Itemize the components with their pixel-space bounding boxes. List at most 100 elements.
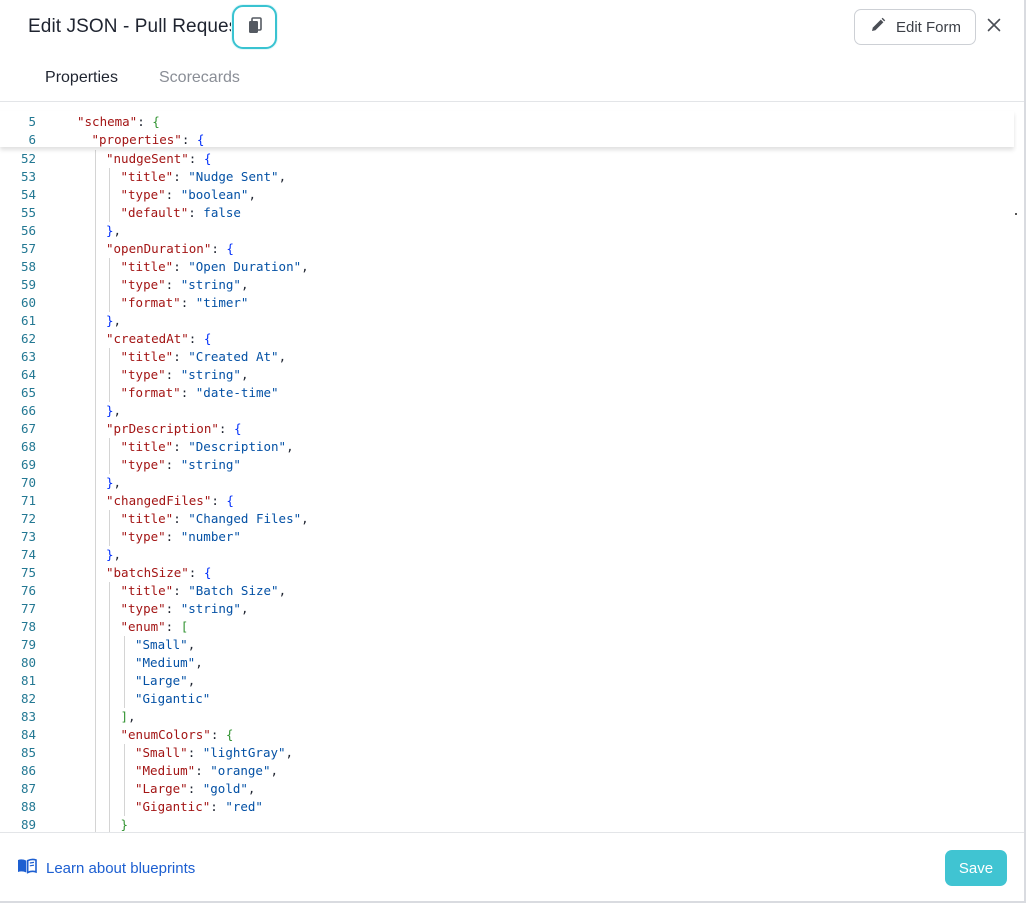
- json-value: "Nudge Sent": [188, 169, 278, 184]
- code-line[interactable]: 86"Medium": "orange",: [0, 762, 1010, 780]
- code-line[interactable]: 83],: [0, 708, 1010, 726]
- json-punctuation: ,: [301, 511, 309, 526]
- json-punctuation: :: [137, 114, 152, 129]
- json-key: "title": [121, 583, 174, 598]
- indent-guide: [109, 168, 110, 222]
- line-number: 74: [0, 546, 36, 564]
- json-punctuation: [: [181, 619, 189, 634]
- code-line[interactable]: 63"title": "Created At",: [0, 348, 1010, 366]
- code-line[interactable]: 69"type": "string": [0, 456, 1010, 474]
- code-line[interactable]: 89}: [0, 816, 1010, 832]
- line-number: 61: [0, 312, 36, 330]
- code-line[interactable]: 55"default": false: [0, 204, 1010, 222]
- code-text: "changedFiles": {: [106, 492, 234, 510]
- json-punctuation: :: [188, 205, 203, 220]
- close-button[interactable]: [982, 15, 1006, 39]
- code-line[interactable]: 71 "changedFiles": {: [0, 492, 1010, 510]
- tab-scorecards[interactable]: Scorecards: [159, 69, 240, 101]
- code-line[interactable]: 88"Gigantic": "red": [0, 798, 1010, 816]
- code-line[interactable]: 81"Large",: [0, 672, 1010, 690]
- edit-form-label: Edit Form: [896, 19, 961, 36]
- code-line[interactable]: 64 "type": "string",: [0, 366, 1010, 384]
- code-line[interactable]: 74},: [0, 546, 1010, 564]
- code-line[interactable]: 61},: [0, 312, 1010, 330]
- code-line[interactable]: 6"properties": {: [0, 131, 1010, 149]
- code-line[interactable]: 52"nudgeSent": {: [0, 150, 1010, 168]
- json-value: "number": [181, 529, 241, 544]
- line-number: 81: [0, 672, 36, 690]
- code-text: "title": "Created At",: [121, 348, 287, 366]
- code-line[interactable]: 87"Large": "gold",: [0, 780, 1010, 798]
- code-line[interactable]: 79"Small",: [0, 636, 1010, 654]
- json-punctuation: :: [173, 169, 188, 184]
- code-line[interactable]: 85"Small": "lightGray",: [0, 744, 1010, 762]
- line-number: 54: [0, 186, 36, 204]
- json-punctuation: :: [188, 745, 203, 760]
- code-text: "type": "string",: [121, 366, 249, 384]
- code-text: "openDuration": {: [106, 240, 234, 258]
- indent-guide: [109, 348, 110, 402]
- line-number: 84: [0, 726, 36, 744]
- copy-button[interactable]: [232, 5, 277, 49]
- code-text: "type": "string",: [121, 600, 249, 618]
- code-line[interactable]: 73"type": "number": [0, 528, 1010, 546]
- code-line[interactable]: 67"prDescription": {: [0, 420, 1010, 438]
- edit-form-button[interactable]: Edit Form: [854, 9, 976, 45]
- json-value: "Open Duration": [188, 259, 301, 274]
- code-line[interactable]: 77"type": "string",: [0, 600, 1010, 618]
- json-key: "Medium": [135, 763, 195, 778]
- code-line[interactable]: 5"schema": {: [0, 113, 1010, 131]
- code-line[interactable]: 62"createdAt": {: [0, 330, 1010, 348]
- code-line[interactable]: 56},: [0, 222, 1010, 240]
- line-number: 71: [0, 492, 36, 510]
- code-line[interactable]: 59"type": "string",: [0, 276, 1010, 294]
- json-value: "Batch Size": [188, 583, 278, 598]
- json-punctuation: ,: [301, 259, 309, 274]
- code-line[interactable]: 54"type": "boolean",: [0, 186, 1010, 204]
- json-value: "Changed Files": [188, 511, 301, 526]
- code-line[interactable]: 80"Medium",: [0, 654, 1010, 672]
- code-line[interactable]: 82"Gigantic": [0, 690, 1010, 708]
- code-line[interactable]: 68"title": "Description",: [0, 438, 1010, 456]
- code-line[interactable]: 57"openDuration": {: [0, 240, 1010, 258]
- json-value: "Description": [188, 439, 286, 454]
- code-line[interactable]: 84"enumColors": {: [0, 726, 1010, 744]
- json-punctuation: :: [219, 421, 234, 436]
- json-value: "lightGray": [203, 745, 286, 760]
- indent-guide: [95, 150, 96, 832]
- code-text: },: [106, 474, 121, 492]
- line-number: 75: [0, 564, 36, 582]
- learn-blueprints-link[interactable]: Learn about blueprints: [17, 858, 195, 878]
- code-text: "title": "Open Duration",: [121, 258, 309, 276]
- json-key: "type": [121, 367, 166, 382]
- code-line[interactable]: 65"format": "date-time": [0, 384, 1010, 402]
- indent-guide: [109, 510, 110, 546]
- scrollbar-marker[interactable]: [1015, 213, 1017, 215]
- indent-guide: [124, 744, 125, 816]
- json-punctuation: ,: [188, 637, 196, 652]
- json-key: "title": [121, 169, 174, 184]
- line-number: 62: [0, 330, 36, 348]
- code-line[interactable]: 76"title": "Batch Size",: [0, 582, 1010, 600]
- json-editor[interactable]: 5"schema": {6"properties": { 52"nudgeSen…: [0, 103, 1017, 832]
- json-key: "title": [121, 349, 174, 364]
- code-text: "schema": {: [77, 113, 160, 131]
- code-line[interactable]: 60"format": "timer": [0, 294, 1010, 312]
- code-line[interactable]: 58"title": "Open Duration",: [0, 258, 1010, 276]
- code-line[interactable]: 75"batchSize": {: [0, 564, 1010, 582]
- code-text: "title": "Batch Size",: [121, 582, 287, 600]
- json-key: "format": [121, 385, 181, 400]
- json-key: "type": [121, 601, 166, 616]
- json-key: "enum": [121, 619, 166, 634]
- code-line[interactable]: 72"title": "Changed Files",: [0, 510, 1010, 528]
- code-line[interactable]: 78"enum": [: [0, 618, 1010, 636]
- save-button[interactable]: Save: [945, 850, 1007, 886]
- line-number: 64: [0, 366, 36, 384]
- json-value: "Medium": [135, 655, 195, 670]
- json-punctuation: }: [106, 547, 114, 562]
- json-punctuation: :: [166, 367, 181, 382]
- code-line[interactable]: 66},: [0, 402, 1010, 420]
- code-line[interactable]: 70},: [0, 474, 1010, 492]
- code-line[interactable]: 53"title": "Nudge Sent",: [0, 168, 1010, 186]
